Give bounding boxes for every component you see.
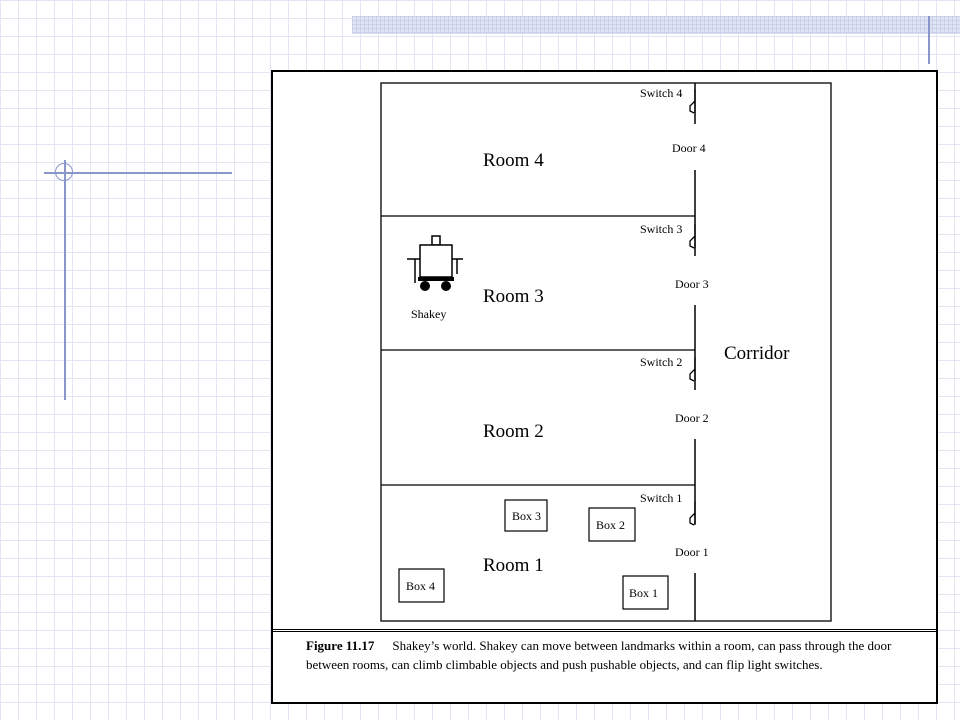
- box-label: Box 1: [629, 586, 658, 600]
- switch-icon: [689, 357, 696, 382]
- box-label: Box 3: [512, 509, 541, 523]
- corridor-label: Corridor: [724, 343, 790, 364]
- room-label-2: Room 2: [483, 421, 544, 442]
- switch-icon: [689, 89, 696, 114]
- decorative-horizontal-rule: [44, 172, 232, 174]
- decorative-circle: [55, 163, 73, 181]
- caption-text: Shakey’s world. Shakey can move between …: [306, 638, 892, 672]
- room-label-4: Room 4: [483, 150, 544, 171]
- decorative-vertical-rule-left: [64, 160, 66, 400]
- figure-number: Figure 11.17: [306, 638, 375, 653]
- box-4: [398, 568, 445, 603]
- shakey-label: Shakey: [411, 307, 446, 321]
- decorative-header-band: [352, 16, 960, 34]
- switch-icon: [689, 501, 696, 526]
- box-label: Box 4: [406, 579, 435, 593]
- shakey-world-figure: Switch 4 Switch 3 Switch 2 Switch 1 Door…: [271, 70, 938, 704]
- switch-label: Switch 2: [640, 355, 682, 369]
- door-label: Door 1: [675, 545, 709, 559]
- door-label: Door 2: [675, 411, 709, 425]
- decorative-vertical-rule-right: [928, 16, 930, 64]
- switch-icon: [689, 224, 696, 249]
- switch-label: Switch 1: [640, 491, 682, 505]
- box-2: [588, 507, 636, 542]
- shakey-robot-icon: [407, 235, 463, 291]
- door-label: Door 4: [672, 141, 706, 155]
- switch-label: Switch 4: [640, 86, 682, 100]
- caption-divider: [273, 629, 936, 632]
- door-label: Door 3: [675, 277, 709, 291]
- floor-plan-diagram: Switch 4 Switch 3 Switch 2 Switch 1 Door…: [380, 82, 832, 622]
- box-3: [504, 499, 548, 532]
- room-label-1: Room 1: [483, 555, 544, 576]
- room-label-3: Room 3: [483, 286, 544, 307]
- world-boundary: [380, 82, 832, 622]
- box-label: Box 2: [596, 518, 625, 532]
- switch-label: Switch 3: [640, 222, 682, 236]
- box-1: [622, 575, 669, 610]
